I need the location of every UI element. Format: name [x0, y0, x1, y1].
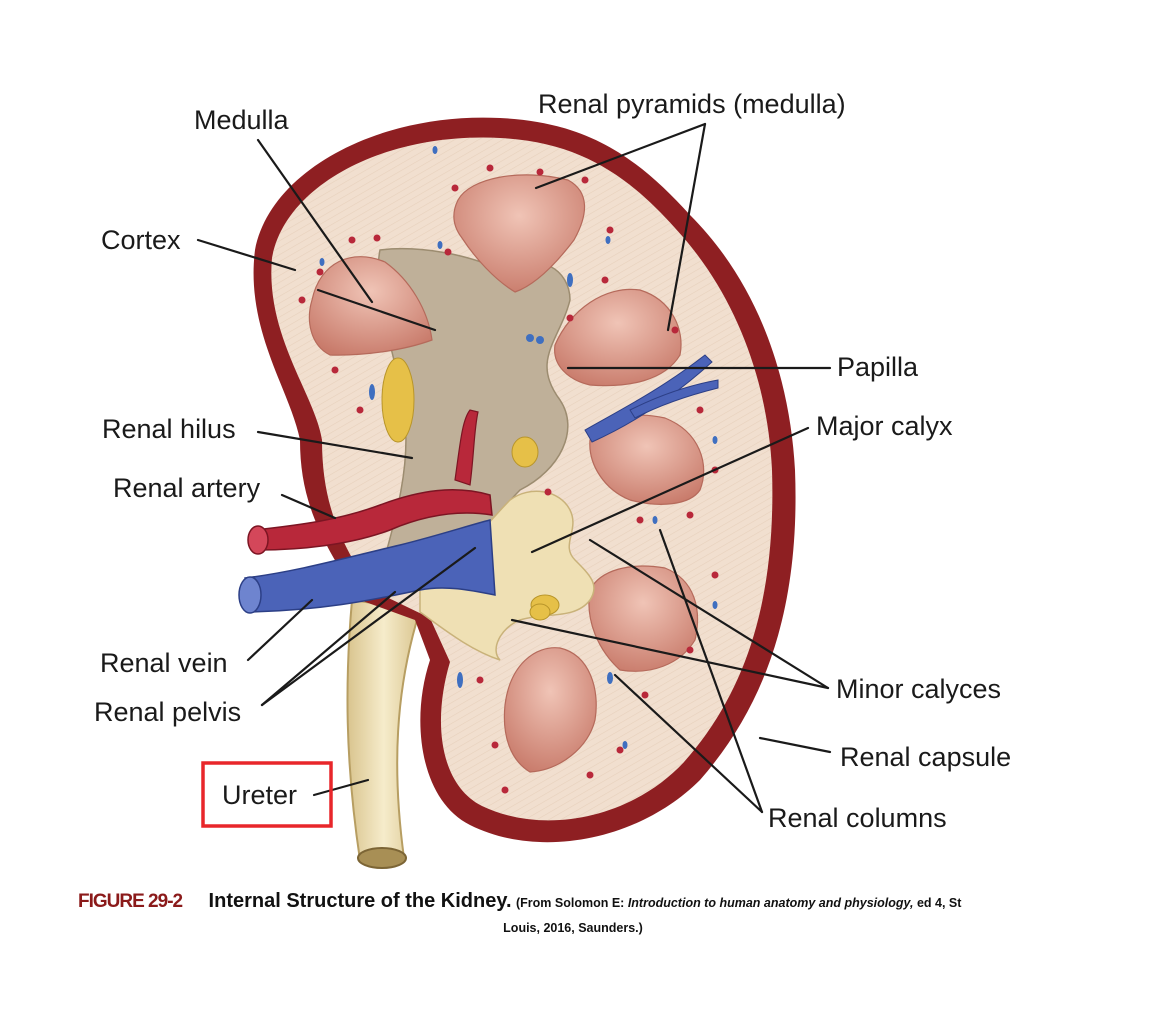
figure-caption: FIGURE 29-2 Internal Structure of the Ki… — [78, 890, 1068, 935]
caption-line-1: FIGURE 29-2 Internal Structure of the Ki… — [78, 890, 1068, 913]
label-major-calyx: Major calyx — [816, 411, 953, 441]
leader-vein — [246, 598, 314, 662]
leader-artery — [280, 493, 337, 520]
label-minor-calyces: Minor calyces — [836, 674, 1001, 704]
figure-number: FIGURE 29-2 — [78, 891, 183, 912]
renal-pyramids — [308, 174, 705, 773]
leader-medulla — [256, 138, 374, 304]
leader-hilus — [256, 430, 414, 460]
leader-cortex — [196, 238, 297, 272]
renal-artery-vessel — [247, 409, 493, 555]
label-ureter: Ureter — [222, 780, 297, 810]
leader-columns-2 — [658, 528, 764, 814]
figure-title: Internal Structure of the Kidney. — [208, 890, 512, 912]
labels: Medulla Renal pyramids (medulla) Cortex … — [94, 89, 1011, 833]
leader-pelvis-2 — [260, 590, 397, 707]
leader-pyramids-2 — [666, 122, 707, 332]
leader-columns-1 — [613, 673, 764, 814]
ureter-opening — [357, 847, 407, 869]
label-papilla: Papilla — [837, 352, 919, 382]
label-renal-columns: Renal columns — [768, 803, 947, 833]
source-book: Introduction to human anatomy and physio… — [627, 896, 914, 910]
pyramid-2 — [453, 174, 586, 293]
label-medulla: Medulla — [194, 105, 290, 135]
pyramid-3 — [554, 288, 682, 387]
leader-ureter — [312, 778, 370, 797]
label-renal-hilus: Renal hilus — [102, 414, 236, 444]
major-calyx-shape — [419, 490, 595, 661]
leader-pelvis-1 — [260, 546, 477, 707]
source-prefix: (From Solomon E: — [516, 896, 628, 910]
leader-cortex-calyx — [316, 288, 437, 332]
label-renal-capsule: Renal capsule — [840, 742, 1011, 772]
leader-pyramids-1 — [534, 122, 707, 190]
label-cortex: Cortex — [101, 225, 181, 255]
label-renal-pelvis: Renal pelvis — [94, 697, 241, 727]
leader-minor-2 — [510, 618, 830, 690]
label-renal-pyramids: Renal pyramids (medulla) — [538, 89, 846, 119]
pyramid-1 — [308, 256, 433, 356]
label-renal-vein: Renal vein — [100, 648, 228, 678]
leader-minor-1 — [588, 538, 830, 690]
source-suffix: ed 4, St — [913, 896, 962, 910]
leader-major-calyx — [530, 426, 810, 554]
ureter-tube — [346, 598, 422, 862]
fat-deposits — [381, 357, 551, 621]
renal-vein-vessel — [238, 354, 719, 614]
interlobular-vessels — [298, 146, 719, 794]
pyramid-5 — [588, 565, 699, 672]
ureter-highlight-box — [201, 761, 333, 828]
leader-lines — [196, 122, 832, 814]
leader-capsule — [758, 736, 832, 754]
label-renal-artery: Renal artery — [113, 473, 261, 503]
pyramid-6 — [503, 647, 597, 773]
source-line-2: Louis, 2016, Saunders.) — [503, 921, 643, 935]
